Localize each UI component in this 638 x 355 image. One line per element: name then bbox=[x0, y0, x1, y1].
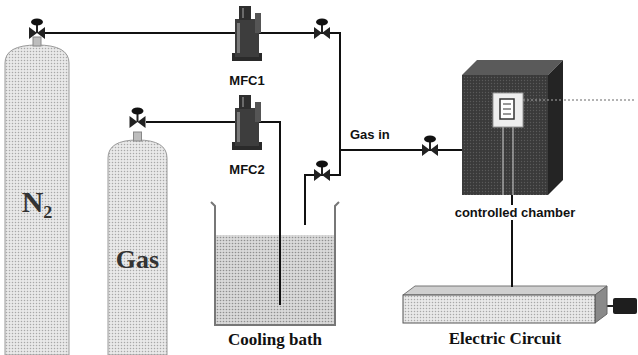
pipe-line bbox=[170, 121, 222, 123]
node-outline bbox=[105, 110, 170, 355]
circuit-top bbox=[403, 286, 607, 295]
inlet-pipe bbox=[279, 200, 281, 305]
valve-handle bbox=[424, 136, 436, 143]
node-label: MFC2 bbox=[229, 162, 264, 177]
mfc-fin bbox=[255, 13, 261, 33]
pipe-stub bbox=[45, 32, 73, 34]
sensor-chip bbox=[500, 99, 514, 119]
pipe-line bbox=[72, 32, 222, 34]
mfc-highlight bbox=[242, 97, 244, 107]
bath-liquid bbox=[216, 235, 335, 324]
valve-handle bbox=[316, 19, 328, 26]
valve-handle bbox=[316, 161, 328, 168]
signal-wire bbox=[523, 99, 563, 100]
valve-handle bbox=[31, 19, 43, 26]
mfc-fin bbox=[255, 102, 261, 122]
signal-wire bbox=[564, 99, 636, 101]
pipe-line bbox=[272, 33, 445, 150]
chamber-side bbox=[548, 60, 563, 195]
gas-cylinder-node: N₂ bbox=[2, 20, 72, 355]
valve-symbol bbox=[314, 161, 330, 182]
valve-symbol bbox=[314, 19, 330, 40]
power-plug bbox=[613, 298, 637, 314]
node-label: Gas bbox=[116, 245, 159, 275]
flow-label: Gas in bbox=[348, 127, 392, 142]
mfc-highlight bbox=[237, 23, 240, 53]
node-outline bbox=[445, 55, 585, 230]
mass-flow-controller: MFC2 bbox=[222, 92, 272, 180]
pipe-line bbox=[511, 230, 513, 283]
node-label: MFC1 bbox=[229, 73, 264, 88]
cylinder-neck bbox=[33, 37, 41, 46]
cylinder-neck bbox=[134, 132, 142, 141]
outlet-pipe bbox=[304, 200, 306, 225]
sensor-wire bbox=[512, 127, 513, 195]
circuit-front bbox=[403, 295, 595, 323]
node-label: Cooling bath bbox=[228, 330, 322, 350]
sensor-electrode bbox=[503, 109, 511, 110]
gas-cylinder bbox=[108, 140, 167, 355]
gas-cylinder-node: Gas bbox=[105, 110, 170, 355]
controlled-chamber: controlled chamber bbox=[445, 55, 585, 230]
node-label: controlled chamber bbox=[453, 205, 578, 220]
valve-symbol bbox=[130, 108, 146, 129]
node-label: Electric Circuit bbox=[449, 329, 562, 349]
sensor-holder bbox=[493, 93, 523, 127]
cooling-bath: Cooling bath bbox=[210, 200, 340, 355]
gas-cylinder bbox=[5, 45, 69, 355]
sensor-electrode bbox=[503, 114, 511, 115]
valve-handle bbox=[132, 108, 144, 115]
wire-stub bbox=[511, 283, 513, 287]
label-holder: Gas in bbox=[348, 127, 392, 142]
pipe-stub bbox=[146, 121, 171, 123]
mfc-head bbox=[239, 6, 251, 20]
mfc-head bbox=[239, 95, 251, 109]
sensor-electrode bbox=[503, 104, 511, 105]
node-label: N₂ bbox=[22, 185, 53, 219]
pipe-stub bbox=[445, 149, 463, 151]
chamber-front bbox=[462, 75, 548, 195]
chamber-top bbox=[462, 60, 563, 75]
pipe-line bbox=[305, 150, 445, 200]
mfc-highlight bbox=[242, 8, 244, 18]
valve-symbol bbox=[29, 19, 45, 40]
beaker-outline bbox=[211, 202, 339, 325]
electric-circuit: Electric Circuit bbox=[395, 283, 615, 353]
pipe-line bbox=[272, 122, 280, 200]
sensor-wire bbox=[502, 127, 503, 195]
mfc-highlight bbox=[237, 112, 240, 142]
valve-symbol bbox=[422, 136, 438, 157]
mass-flow-controller: MFC1 bbox=[222, 3, 272, 92]
circuit-side bbox=[595, 286, 607, 323]
